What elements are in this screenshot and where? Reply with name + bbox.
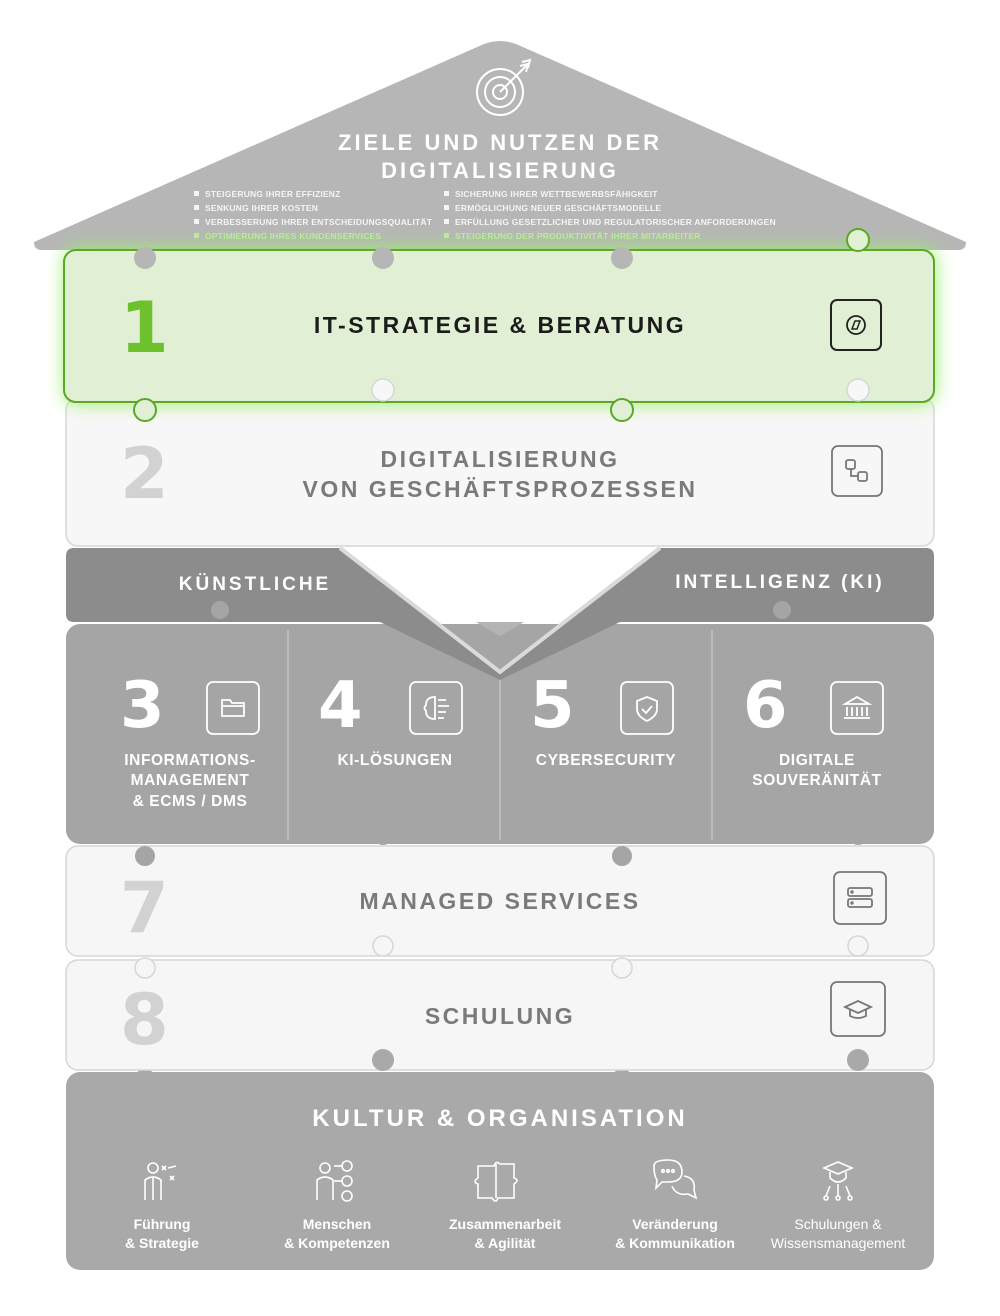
ai-brain-icon-box <box>409 681 463 735</box>
bank-icon-box <box>830 681 884 735</box>
ki-band-left-label: KÜNSTLICHE <box>178 574 332 595</box>
chat-bubbles-icon <box>653 1159 698 1200</box>
foundation-item-1-line1: Führung <box>133 1216 191 1232</box>
roof-bullet: ERFÜLLUNG GESETZLICHER UND REGULATORISCH… <box>444 217 776 227</box>
graduation-cap-icon <box>830 981 886 1037</box>
target-icon <box>476 58 532 116</box>
puzzle-hands-icon <box>474 1161 518 1202</box>
column-5-number: 5 <box>530 669 575 743</box>
layer-1-title: IT-STRATEGIE & BERATUNG <box>313 312 687 338</box>
ki-band-shape <box>66 548 934 680</box>
layer-1-panel <box>63 249 935 403</box>
server-icon <box>833 871 887 925</box>
layer-7-number: 7 <box>120 867 169 949</box>
column-6-label-line1: DIGITALE <box>779 752 855 769</box>
layer-2-title-line2: VON GESCHÄFTSPROZESSEN <box>302 476 698 502</box>
foundation-item-1-line2: & Strategie <box>125 1235 199 1251</box>
roof-bullet-highlight: OPTIMIERUNG IHRES KUNDENSERVICES <box>194 231 381 241</box>
foundation-item-4-line1: Veränderung <box>632 1216 718 1232</box>
roof-bullet: VERBESSERUNG IHRER ENTSCHEIDUNGSQUALITÄT <box>194 217 432 227</box>
layer-8-number: 8 <box>120 979 169 1061</box>
column-3-label-line1: INFORMATIONS- <box>124 752 256 769</box>
foundation-panel <box>66 1072 934 1270</box>
foundation-item-5-line1: Schulungen & <box>794 1216 882 1232</box>
foundation-item-2-line1: Menschen <box>302 1216 372 1232</box>
column-4-number: 4 <box>318 669 363 743</box>
roof-bullet: STEIGERUNG IHRER EFFIZIENZ <box>194 189 341 199</box>
layer-2-number: 2 <box>120 433 169 515</box>
column-4-label: KI-LÖSUNGEN <box>337 752 453 769</box>
column-6-number: 6 <box>743 669 788 743</box>
roof-title-line2: DIGITALISIERUNG <box>381 158 619 183</box>
graduate-network-icon <box>821 1161 855 1201</box>
column-5-label: CYBERSECURITY <box>535 752 677 769</box>
folder-icon-box <box>206 681 260 735</box>
foundation-item-3-line2: & Agilität <box>474 1235 536 1251</box>
process-icon <box>831 445 883 497</box>
foundation-item-2-line2: & Kompetenzen <box>284 1235 390 1251</box>
column-6-label-line2: SOUVERÄNITÄT <box>752 772 882 789</box>
ki-band-center-line2: & SOFTWARE <box>445 592 555 608</box>
people-checklist-icon <box>316 1160 353 1202</box>
compass-icon <box>830 299 882 351</box>
roof-bullet: SICHERUNG IHRER WETTBEWERBSFÄHIGKEIT <box>444 189 658 199</box>
foundation-item-3-line1: Zusammenarbeit <box>448 1216 562 1232</box>
leader-strategy-icon <box>144 1162 177 1200</box>
shield-icon-box <box>620 681 674 735</box>
column-3-label-line2: MANAGEMENT <box>130 772 250 789</box>
roof-bullet-highlight: STEIGERUNG DER PRODUKTIVITÄT IHRER MITAR… <box>444 231 701 241</box>
layer-7-title: MANAGED SERVICES <box>359 888 641 914</box>
column-3-label-line3: & ECMS / DMS <box>132 793 248 810</box>
layer-8-title: SCHULUNG <box>424 1003 576 1029</box>
ki-band-center-line1: ANWENDUNGEN <box>434 573 566 589</box>
layer-1-number: 1 <box>120 287 169 369</box>
column-3-number: 3 <box>120 669 165 743</box>
layer-7-panel <box>65 845 935 957</box>
foundation-title: KULTUR & ORGANISATION <box>312 1105 688 1132</box>
roof-bullet: ERMÖGLICHUNG NEUER GESCHÄFTSMODELLE <box>444 203 661 213</box>
layer-8-panel <box>65 959 935 1071</box>
layer-2-title-line1: DIGITALISIERUNG <box>380 446 620 472</box>
foundation-item-5-line2: Wissensmanagement <box>770 1235 906 1251</box>
foundation-item-4-line2: & Kommunikation <box>615 1235 735 1251</box>
roof-title-line1: ZIELE UND NUTZEN DER <box>338 130 662 155</box>
roof-bullet: SENKUNG IHRER KOSTEN <box>194 203 318 213</box>
ki-band-right-label: INTELLIGENZ (KI) <box>675 572 885 593</box>
